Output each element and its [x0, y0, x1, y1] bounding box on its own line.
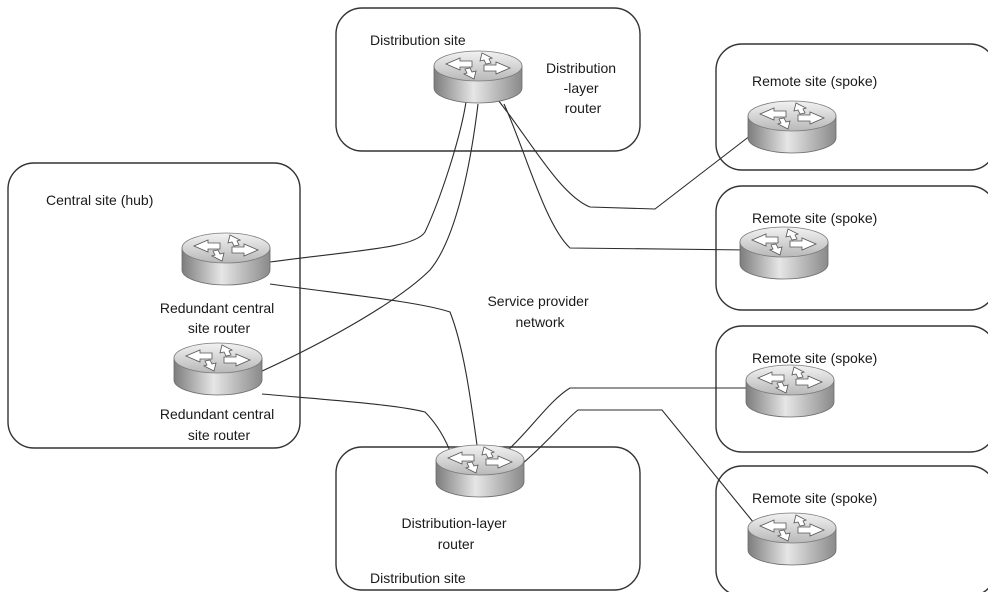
remote-router-3: [745, 364, 835, 418]
remote-site-box-3: [715, 325, 988, 453]
central-router-1-label: Redundant central site router: [160, 300, 278, 336]
redundant-central-router-2: [173, 342, 263, 396]
remote-site-title-3: Remote site (spoke): [752, 350, 877, 366]
remote-site-title-4: Remote site (spoke): [752, 490, 877, 506]
remote-router-2: [739, 226, 829, 280]
link-distribution-top-remote2: [503, 103, 749, 251]
remote-router-1: [747, 100, 837, 154]
redundant-central-router-1: [181, 232, 271, 286]
distribution-router-top-label: Distribution -layer router: [546, 60, 620, 116]
remote-site-title-1: Remote site (spoke): [752, 73, 877, 89]
distribution-site-top-title: Distribution site: [370, 32, 466, 48]
link-central1-distribution-top: [269, 101, 467, 263]
link-central1-distribution-bottom: [269, 283, 479, 453]
network-label: Service provider network: [487, 293, 592, 330]
distribution-layer-router-top: [433, 50, 523, 104]
distribution-layer-router-bottom: [435, 444, 525, 498]
remote-router-4: [747, 512, 837, 566]
distribution-router-bottom-label: Distribution-layer router: [402, 515, 511, 552]
link-distribution-top-remote1: [497, 99, 756, 210]
link-distribution-bottom-remote3: [507, 387, 750, 451]
remote-site-title-2: Remote site (spoke): [752, 210, 877, 226]
central-router-2-label: Redundant central site router: [160, 406, 278, 443]
distribution-site-bottom-title: Distribution site: [370, 570, 466, 586]
link-central2-distribution-bottom: [261, 393, 453, 457]
central-site-title: Central site (hub): [46, 192, 153, 208]
link-distribution-bottom-remote4: [521, 409, 759, 529]
link-central2-distribution-top: [259, 103, 479, 373]
